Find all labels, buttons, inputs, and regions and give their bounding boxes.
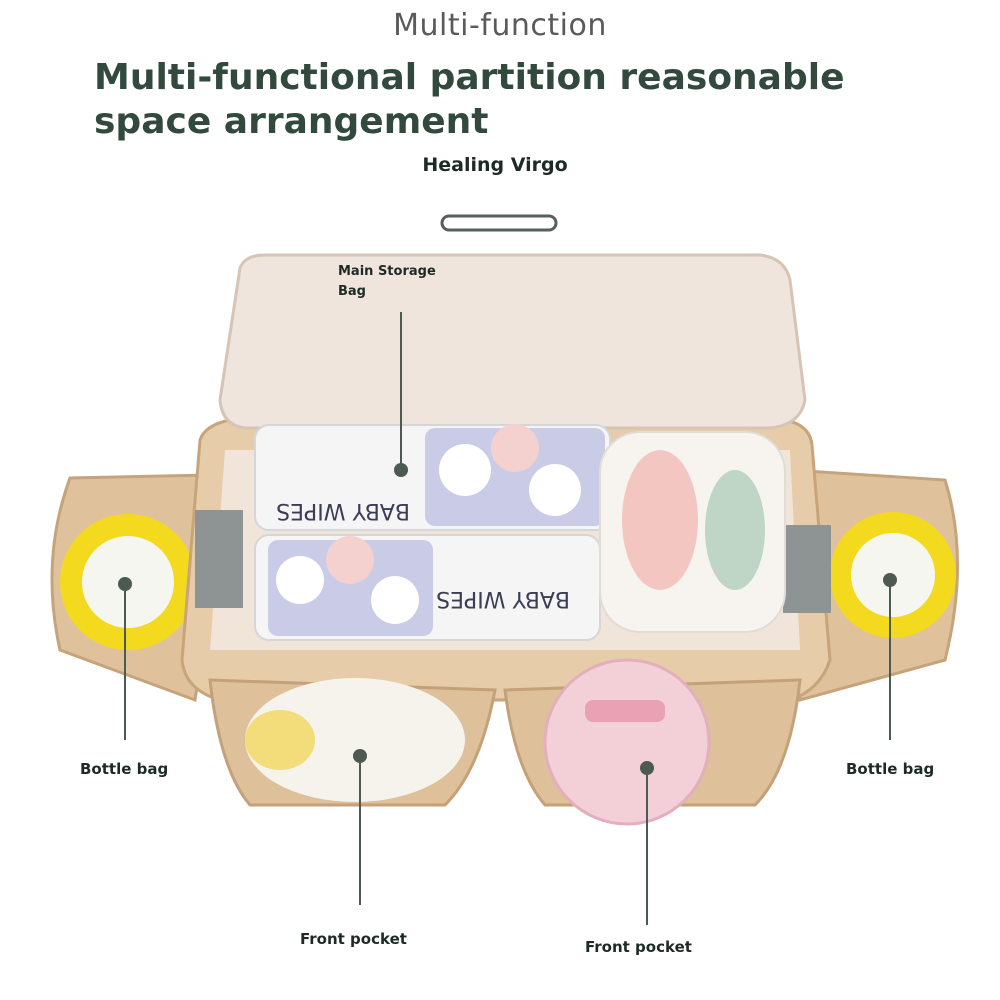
bag-handle <box>440 214 558 232</box>
bag-lid <box>218 253 807 430</box>
brand-name: Healing Virgo <box>422 154 568 176</box>
snack-container <box>543 658 711 826</box>
page-headline: Multi-functional partition reasonable sp… <box>94 57 845 142</box>
label-bottle-bag-left: Bottle bag <box>80 760 169 778</box>
callout-dots <box>118 463 897 775</box>
side-strap-right <box>783 525 831 613</box>
wipes-print-top: BABY WIPES <box>276 498 410 523</box>
wipes-print-bottom: BABY WIPES <box>436 586 570 611</box>
folded-diaper <box>245 678 465 802</box>
label-front-pocket-right: Front pocket <box>585 938 692 956</box>
side-strap-left <box>195 510 243 608</box>
label-front-pocket-left: Front pocket <box>300 930 407 948</box>
label-main-storage-bag: Main Storage Bag <box>338 264 436 299</box>
callout-lines <box>124 312 891 925</box>
page-subtitle: Multi-function <box>393 8 607 43</box>
label-bottle-bag-right: Bottle bag <box>846 760 935 778</box>
